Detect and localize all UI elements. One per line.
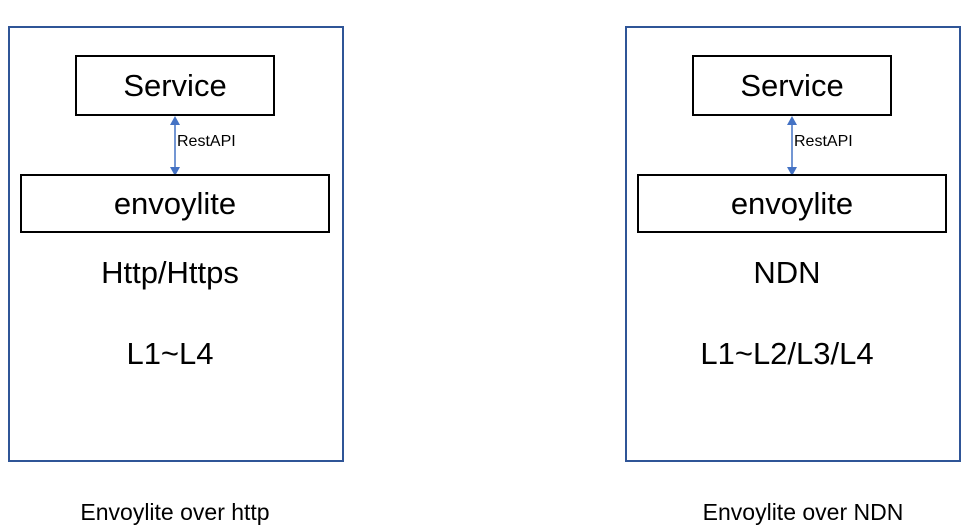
caption-ndn: Envoylite over NDN	[702, 499, 904, 525]
layers-label-ndn: L1~L2/L3/L4	[700, 336, 874, 371]
service-label-http: Service	[123, 67, 227, 103]
envoylite-box-ndn: envoylite	[637, 174, 947, 233]
envoylite-label-ndn: envoylite	[730, 185, 854, 221]
envoylite-box-http: envoylite	[20, 174, 330, 233]
service-box-http: Service	[75, 55, 275, 116]
restapi-arrow-http	[170, 116, 180, 176]
protocol-label-ndn: NDN	[753, 255, 821, 290]
service-label-ndn: Service	[740, 67, 844, 103]
restapi-arrow-ndn	[787, 116, 797, 176]
restapi-label-http: RestAPI	[177, 133, 236, 150]
envoylite-label-http: envoylite	[113, 185, 237, 221]
caption-http: Envoylite over http	[80, 499, 270, 525]
restapi-label-ndn: RestAPI	[794, 133, 853, 150]
protocol-label-http: Http/Https	[101, 255, 239, 290]
service-box-ndn: Service	[692, 55, 892, 116]
layers-label-http: L1~L4	[126, 336, 214, 371]
